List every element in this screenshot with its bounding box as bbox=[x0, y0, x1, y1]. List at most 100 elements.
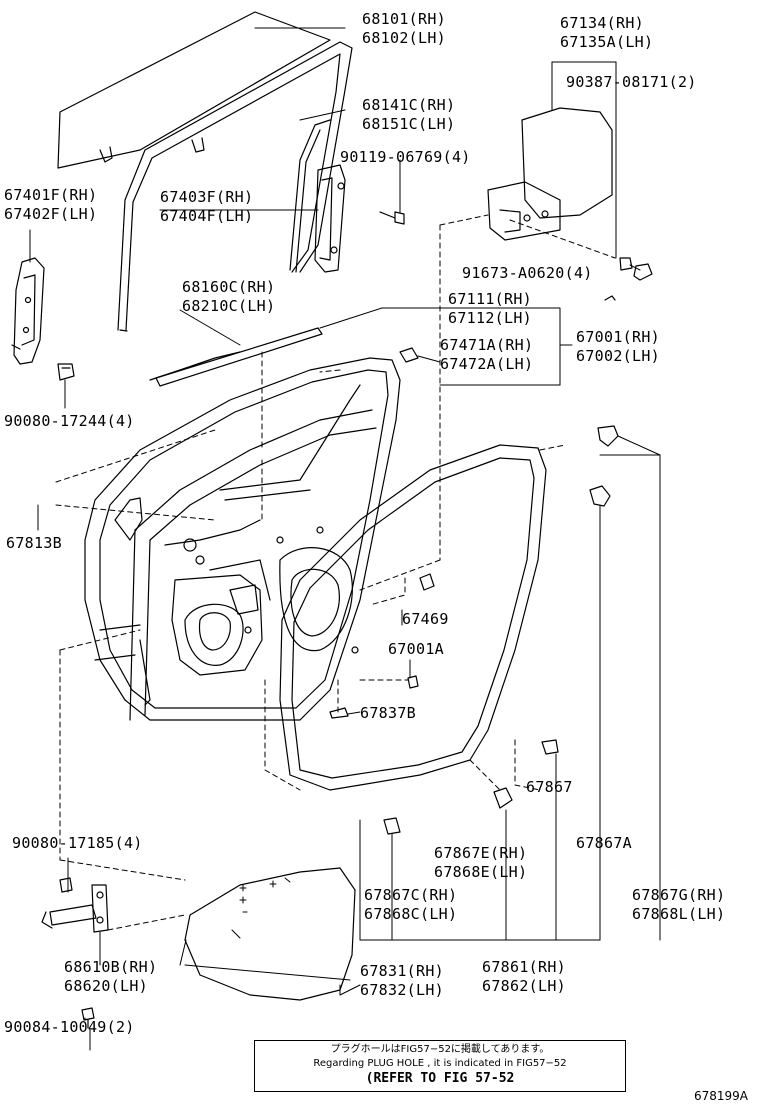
reference-note-japanese: プラグホールはFIG57−52に掲載してあります。 bbox=[330, 1044, 550, 1055]
mirror-cover bbox=[487, 107, 613, 241]
label-67867a: 67867A bbox=[576, 834, 632, 853]
part-number: 67867A bbox=[576, 834, 632, 852]
part-number-lh: 67862(LH) bbox=[482, 977, 566, 995]
label-67867c: 67867C(RH) 67868C(LH) bbox=[364, 886, 457, 924]
clip-67867c bbox=[383, 817, 401, 835]
leader-lines bbox=[29, 27, 661, 1051]
part-number-lh: 68151C(LH) bbox=[362, 115, 456, 133]
part-number-rh: 67001(RH) bbox=[576, 328, 660, 346]
figure-code: 678199A bbox=[693, 1089, 748, 1103]
label-67861: 67861(RH) 67862(LH) bbox=[482, 958, 566, 996]
part-number-lh: 67112(LH) bbox=[448, 309, 532, 327]
bolt-90084 bbox=[81, 1007, 95, 1029]
clip-67867g bbox=[597, 425, 619, 447]
screw-90387 bbox=[604, 295, 616, 301]
clip-67867 bbox=[541, 739, 559, 755]
clip-67837b bbox=[329, 707, 349, 719]
label-67403: 67403F(RH) 67404F(LH) bbox=[160, 188, 253, 226]
part-number-lh: 67402F(LH) bbox=[4, 205, 98, 223]
dashed-leaders bbox=[55, 214, 616, 931]
clip-67867a bbox=[589, 485, 611, 507]
part-number-rh: 67134(RH) bbox=[560, 14, 644, 32]
part-number: 67469 bbox=[402, 610, 449, 628]
part-number-rh: 67111(RH) bbox=[448, 290, 532, 308]
label-90080-17185: 90080-17185(4) bbox=[12, 834, 143, 853]
label-67001: 67001(RH) 67002(LH) bbox=[576, 328, 660, 366]
part-number-rh: 68101(RH) bbox=[362, 10, 446, 28]
nut-91673 bbox=[619, 257, 653, 281]
part-number-lh: 68102(LH) bbox=[362, 29, 446, 47]
part-number-lh: 67868C(LH) bbox=[364, 905, 458, 923]
label-67111: 67111(RH) 67112(LH) bbox=[448, 290, 532, 328]
part-number-rh: 67867C(RH) bbox=[364, 886, 458, 904]
label-67813: 67813B bbox=[6, 534, 62, 553]
part-number-lh: 67135A(LH) bbox=[560, 33, 654, 51]
part-number-rh: 68141C(RH) bbox=[362, 96, 456, 114]
part-number-rh: 67867E(RH) bbox=[434, 844, 528, 862]
part-number: 67001A bbox=[388, 640, 444, 658]
part-number-rh: 67471A(RH) bbox=[440, 336, 534, 354]
part-number: 90080-17185(4) bbox=[12, 834, 143, 852]
part-number-lh: 67002(LH) bbox=[576, 347, 660, 365]
part-number: 90387-08171(2) bbox=[566, 73, 697, 91]
bolt-90080-17185 bbox=[59, 877, 73, 893]
label-67471: 67471A(RH) 67472A(LH) bbox=[440, 336, 533, 374]
part-number-rh: 67831(RH) bbox=[360, 962, 444, 980]
bolt-90119 bbox=[379, 211, 405, 225]
part-number: 67837B bbox=[360, 704, 416, 722]
cover-marks bbox=[231, 877, 291, 939]
label-67001a: 67001A bbox=[388, 640, 444, 659]
label-68160: 68160C(RH) 68210C(LH) bbox=[182, 278, 275, 316]
door-weatherstrip bbox=[279, 444, 547, 791]
part-number-rh: 67401F(RH) bbox=[4, 186, 98, 204]
part-number: 67813B bbox=[6, 534, 62, 552]
part-number-lh: 67472A(LH) bbox=[440, 355, 534, 373]
nut-90080-17244 bbox=[57, 363, 75, 381]
label-90119: 90119-06769(4) bbox=[340, 148, 471, 167]
part-number: 90080-17244(4) bbox=[4, 412, 135, 430]
glass-run-sash bbox=[289, 119, 331, 273]
rear-lower-frame bbox=[314, 164, 346, 273]
label-67867: 67867 bbox=[526, 778, 573, 797]
outer-belt-moulding bbox=[155, 327, 323, 387]
clip-67471a bbox=[399, 347, 419, 363]
clip-67001a bbox=[407, 675, 419, 689]
part-number-lh: 67404F(LH) bbox=[160, 207, 254, 225]
label-90387: 90387-08171(2) bbox=[566, 73, 697, 92]
label-68610: 68610B(RH) 68620(LH) bbox=[64, 958, 157, 996]
door-panel bbox=[84, 351, 401, 721]
reference-note-box: プラグホールはFIG57−52に掲載してあります。 Regarding PLUG… bbox=[254, 1040, 626, 1092]
part-number-lh: 67868L(LH) bbox=[632, 905, 726, 923]
part-number-rh: 68160C(RH) bbox=[182, 278, 276, 296]
part-number: 90084-10049(2) bbox=[4, 1018, 135, 1036]
door-hinge bbox=[41, 884, 109, 933]
label-67401: 67401F(RH) 67402F(LH) bbox=[4, 186, 97, 224]
label-67837: 67837B bbox=[360, 704, 416, 723]
part-number-rh: 67867G(RH) bbox=[632, 886, 726, 904]
reference-note-english: Regarding PLUG HOLE , it is indicated in… bbox=[313, 1058, 567, 1069]
label-68141: 68141C(RH) 68151C(LH) bbox=[362, 96, 455, 134]
part-number-rh: 67403F(RH) bbox=[160, 188, 254, 206]
part-number-lh: 67832(LH) bbox=[360, 981, 444, 999]
label-67867e: 67867E(RH) 67868E(LH) bbox=[434, 844, 527, 882]
part-number-lh: 68210C(LH) bbox=[182, 297, 276, 315]
door-glass bbox=[57, 11, 331, 169]
front-lower-frame bbox=[11, 257, 45, 365]
label-68101: 68101(RH) 68102(LH) bbox=[362, 10, 446, 48]
label-67134: 67134(RH) 67135A(LH) bbox=[560, 14, 653, 52]
part-number-rh: 67861(RH) bbox=[482, 958, 566, 976]
part-number: 91673-A0620(4) bbox=[462, 264, 593, 282]
label-67831: 67831(RH) 67832(LH) bbox=[360, 962, 444, 1000]
part-number: 67867 bbox=[526, 778, 573, 796]
label-67867g: 67867G(RH) 67868L(LH) bbox=[632, 886, 725, 924]
clip-67867e bbox=[493, 787, 513, 809]
reference-note-refer: (REFER TO FIG 57-52 bbox=[365, 1071, 515, 1086]
label-90084: 90084-10049(2) bbox=[4, 1018, 135, 1037]
glass-run-channel bbox=[117, 41, 353, 332]
label-90080-17244: 90080-17244(4) bbox=[4, 412, 135, 431]
label-91673: 91673-A0620(4) bbox=[462, 264, 593, 283]
part-number: 90119-06769(4) bbox=[340, 148, 471, 166]
part-number-lh: 67868E(LH) bbox=[434, 863, 528, 881]
label-67469: 67469 bbox=[402, 610, 449, 629]
